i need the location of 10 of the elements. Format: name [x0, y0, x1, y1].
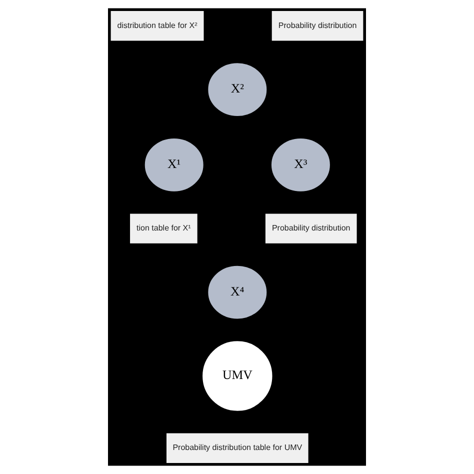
node-circle: X⁴	[208, 266, 267, 319]
node-box: Probability distribution table for UMV	[166, 433, 308, 463]
node-circle: X²	[208, 63, 267, 116]
node-circle: X¹	[144, 138, 204, 192]
node-box: Probability distribution	[265, 214, 357, 244]
node-box: Probability distribution	[272, 11, 364, 41]
node-circle: X³	[271, 138, 330, 192]
node-box: distribution table for X²	[110, 11, 204, 41]
node-circle: UMV	[202, 341, 272, 411]
node-box: tion table for X¹	[130, 214, 198, 244]
